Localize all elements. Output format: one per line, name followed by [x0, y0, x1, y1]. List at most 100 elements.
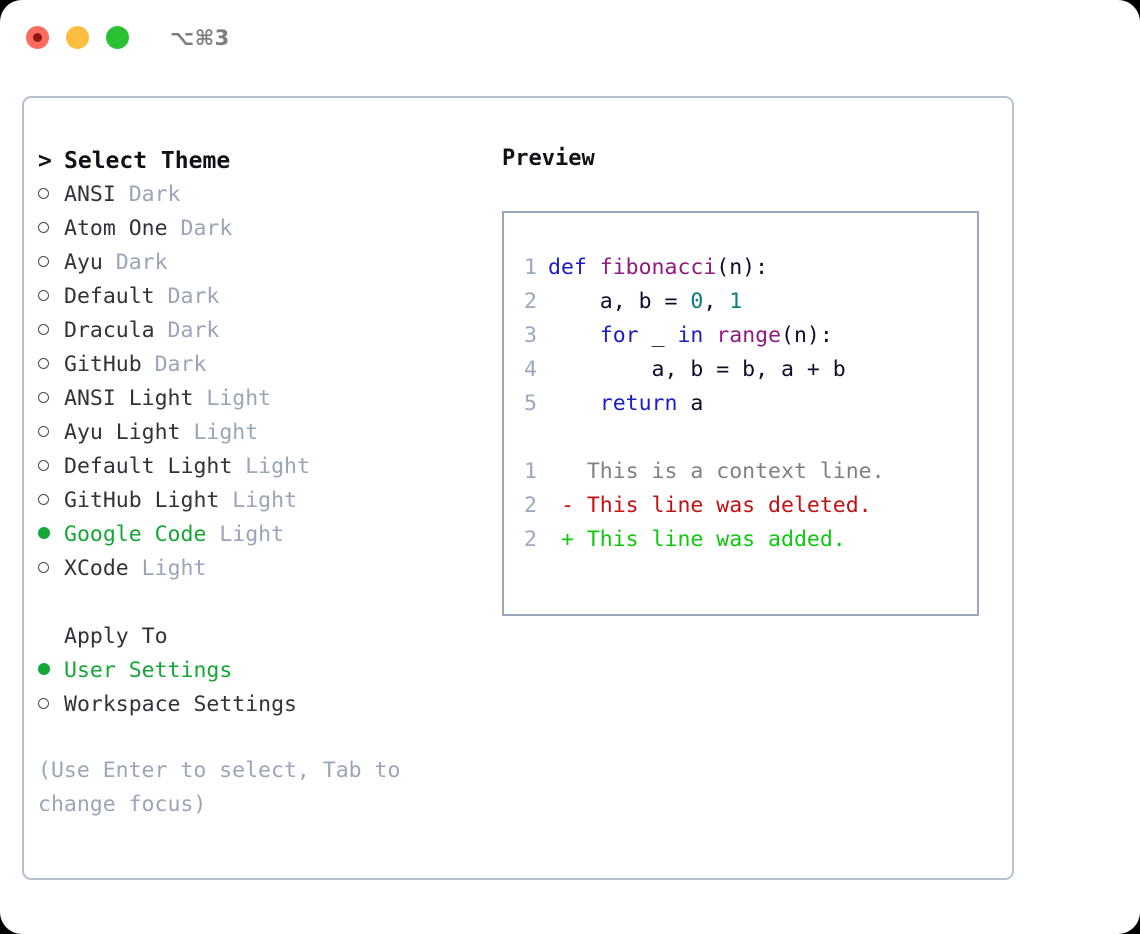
- hint-spacer: [38, 722, 478, 754]
- diff-line: 2 + This line was added.: [504, 523, 977, 557]
- theme-option-row[interactable]: Ayu Light Light: [38, 416, 478, 450]
- code-token-kw: for: [599, 323, 639, 348]
- radio-selected-icon[interactable]: [38, 518, 64, 552]
- radio-bullet-shape: [38, 697, 49, 709]
- apply-to-option-row[interactable]: User Settings: [38, 654, 478, 688]
- code-token-fn: fibonacci: [599, 255, 717, 280]
- select-theme-heading-label: Select Theme: [64, 148, 231, 174]
- diff-line-number: 2: [524, 527, 537, 552]
- theme-option-variant: Light: [219, 488, 298, 513]
- apply-to-option-row[interactable]: Workspace Settings: [38, 688, 478, 722]
- close-window-icon[interactable]: [26, 26, 49, 49]
- radio-bullet-shape: [38, 187, 49, 199]
- diff-line-content: This is a context line.: [548, 459, 885, 484]
- radio-unselected-icon[interactable]: [38, 382, 64, 416]
- apply-to-heading: Apply To: [64, 624, 168, 649]
- code-token-fn: range: [716, 323, 782, 348]
- radio-unselected-icon[interactable]: [38, 212, 64, 246]
- radio-unselected-icon[interactable]: [38, 688, 64, 722]
- code-line-content: def fibonacci(n):: [548, 251, 977, 285]
- code-token-pln: a: [677, 391, 704, 416]
- radio-unselected-icon[interactable]: [38, 280, 64, 314]
- radio-unselected-icon[interactable]: [38, 552, 64, 586]
- theme-option-variant: Light: [128, 556, 207, 581]
- code-token-kw: in: [677, 323, 704, 348]
- code-line: 1 def fibonacci(n):: [504, 251, 977, 285]
- diff-line-number: 2: [524, 493, 537, 518]
- code-token-num: 1: [729, 289, 743, 314]
- theme-option-row[interactable]: Ayu Dark: [38, 246, 478, 280]
- radio-unselected-icon[interactable]: [38, 314, 64, 348]
- radio-bullet-shape: [38, 357, 49, 369]
- minimize-window-icon[interactable]: [66, 26, 89, 49]
- radio-bullet-shape: [38, 391, 49, 403]
- radio-bullet-shape: [38, 221, 49, 233]
- theme-option-row[interactable]: Atom One Dark: [38, 212, 478, 246]
- window-titlebar: ⌥⌘3: [0, 0, 1140, 76]
- code-token-pln: a, b = b, a + b: [548, 357, 846, 382]
- theme-option-row[interactable]: Google Code Light: [38, 518, 478, 552]
- radio-bullet-shape: [38, 561, 49, 573]
- code-line: 4 a, b = b, a + b: [504, 353, 977, 387]
- diff-line-content: + This line was added.: [548, 527, 846, 552]
- theme-option-row[interactable]: ANSI Dark: [38, 178, 478, 212]
- radio-bullet-shape: [38, 323, 49, 335]
- theme-option-row[interactable]: Default Light Light: [38, 450, 478, 484]
- theme-option-name: Atom One: [64, 216, 168, 241]
- radio-unselected-icon[interactable]: [38, 484, 64, 518]
- radio-unselected-icon[interactable]: [38, 246, 64, 280]
- theme-option-row[interactable]: Dracula Dark: [38, 314, 478, 348]
- radio-bullet-shape: [38, 425, 49, 437]
- code-line-content: return a: [548, 387, 977, 421]
- code-line-number: 4: [524, 357, 537, 382]
- theme-option-name: Default Light: [64, 454, 233, 479]
- code-line-number: 1: [524, 255, 537, 280]
- radio-unselected-icon[interactable]: [38, 450, 64, 484]
- radio-bullet-shape: [38, 255, 49, 267]
- theme-option-row[interactable]: GitHub Light Light: [38, 484, 478, 518]
- theme-option-variant: Dark: [154, 318, 220, 343]
- code-token-pln: [548, 323, 600, 348]
- radio-bullet-shape: [38, 493, 49, 505]
- keyboard-shortcut-label: ⌥⌘3: [170, 26, 230, 50]
- maximize-window-icon[interactable]: [106, 26, 129, 49]
- code-token-pln: a, b =: [548, 289, 691, 314]
- radio-unselected-icon[interactable]: [38, 416, 64, 450]
- preview-heading: Preview: [502, 146, 595, 171]
- theme-option-row[interactable]: ANSI Light Light: [38, 382, 478, 416]
- radio-unselected-icon[interactable]: [38, 178, 64, 212]
- select-theme-heading: > Select Theme: [38, 144, 478, 178]
- theme-option-name: GitHub: [64, 352, 142, 377]
- theme-option-name: Ayu: [64, 250, 103, 275]
- diff-line: 1 This is a context line.: [504, 455, 977, 489]
- code-token-pln: [548, 391, 600, 416]
- code-line-content: a, b = 0, 1: [548, 285, 977, 319]
- apply-to-option-label: Workspace Settings: [64, 692, 297, 717]
- code-line: 5 return a: [504, 387, 977, 421]
- theme-option-row[interactable]: XCode Light: [38, 552, 478, 586]
- code-diff-separator: [504, 421, 977, 455]
- prompt-caret-icon: >: [38, 148, 52, 174]
- radio-bullet-shape: [38, 459, 49, 471]
- code-token-pln: [703, 323, 716, 348]
- theme-option-row[interactable]: Default Dark: [38, 280, 478, 314]
- code-line: 3 for _ in range(n):: [504, 319, 977, 353]
- theme-option-row[interactable]: GitHub Dark: [38, 348, 478, 382]
- code-line-content: for _ in range(n):: [548, 319, 977, 353]
- radio-bullet-shape: [38, 663, 50, 675]
- theme-option-variant: Light: [193, 386, 272, 411]
- code-line-number: 2: [524, 289, 537, 314]
- theme-option-name: XCode: [64, 556, 129, 581]
- diff-line-number: 1: [524, 459, 537, 484]
- radio-selected-icon[interactable]: [38, 654, 64, 688]
- diff-sample-block: 1 This is a context line.2 - This line w…: [504, 455, 977, 557]
- radio-unselected-icon[interactable]: [38, 348, 64, 382]
- theme-option-variant: Light: [232, 454, 310, 479]
- traffic-light-group: [26, 26, 129, 49]
